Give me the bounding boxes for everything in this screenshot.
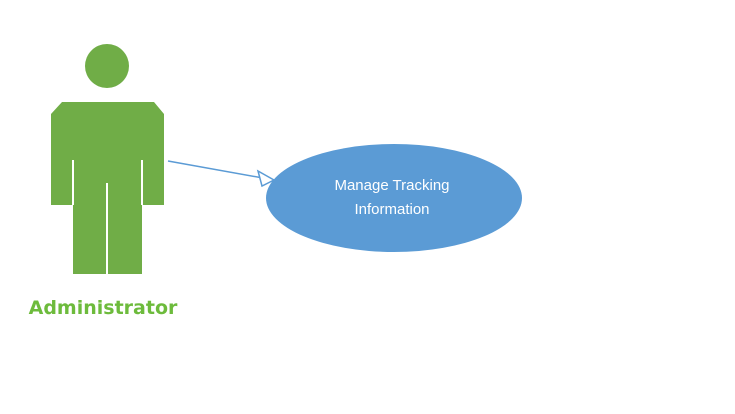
actor-label: Administrator [29, 297, 178, 319]
association-line [167, 160, 275, 181]
use-case-label-line-1: Manage Tracking [334, 177, 449, 194]
use-case-label-line-2: Information [354, 201, 429, 218]
actor-head [85, 44, 129, 88]
arrowhead-icon [256, 169, 276, 188]
association-arrow [167, 160, 276, 188]
use-case-manage-tracking-information: Manage Tracking Information [266, 144, 522, 252]
actor-administrator: Administrator [29, 44, 178, 319]
person-icon [51, 44, 164, 274]
use-case-ellipse [266, 144, 522, 252]
